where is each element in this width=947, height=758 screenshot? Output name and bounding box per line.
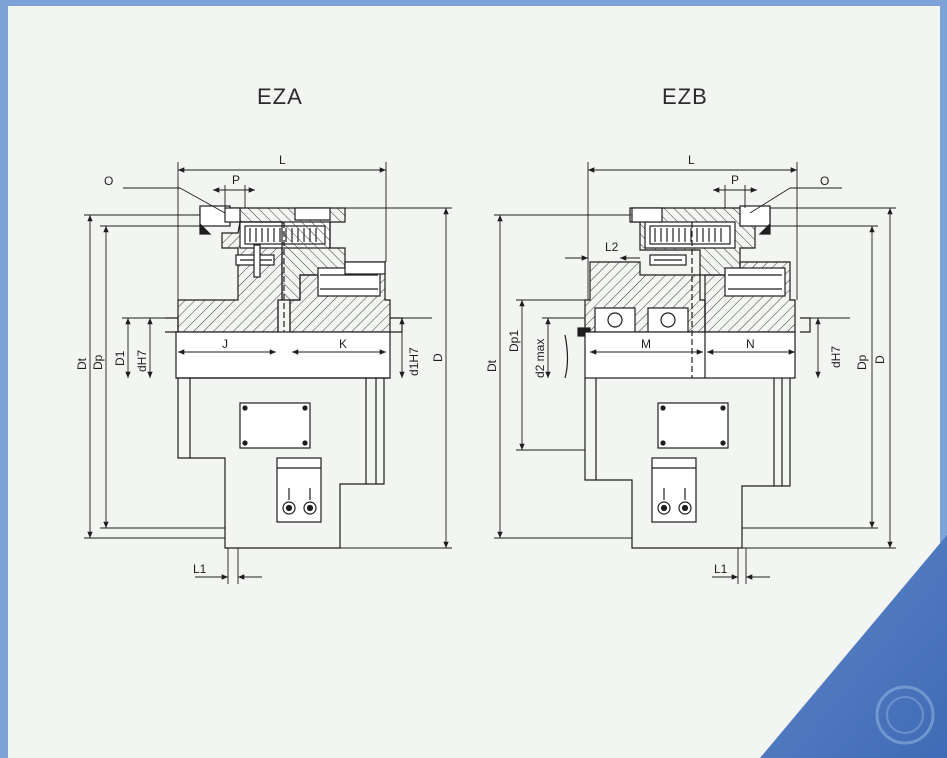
eza-dimension-labels: L P O J K L1 Dt Dp D1 dH7 d1H7 D [75, 153, 445, 576]
ezb-dimension-labels: L P O L2 M N L1 Dt Dp1 d2 max dH7 Dp D [485, 153, 887, 576]
ezb-label-Dp1: Dp1 [507, 330, 521, 352]
eza-label-d1H7: d1H7 [407, 347, 421, 376]
eza-label-dH7: dH7 [135, 350, 149, 372]
ezb-label-L2: L2 [605, 240, 619, 254]
ezb-label-Dt: Dt [485, 359, 499, 372]
eza-label-Dt: Dt [75, 357, 89, 370]
eza-label-Dp: Dp [91, 354, 105, 370]
eza-label-D1: D1 [113, 350, 127, 366]
ezb-label-M: M [641, 337, 651, 351]
ezb-label-dH7: dH7 [829, 346, 843, 368]
eza-title: EZA [257, 84, 303, 109]
eza-body [165, 205, 403, 549]
ezb-label-Dp: Dp [855, 354, 869, 370]
eza-dimensions [84, 162, 452, 584]
ezb-label-L1: L1 [714, 562, 728, 576]
eza-label-P: P [232, 173, 240, 187]
eza-label-O: O [104, 174, 113, 188]
ezb-title: EZB [662, 84, 708, 109]
ezb-label-D: D [873, 355, 887, 364]
ezb-label-d2max: d2 max [533, 339, 547, 378]
eza-label-L1: L1 [193, 562, 207, 576]
eza-label-D: D [431, 353, 445, 362]
ezb-body [564, 205, 811, 549]
eza-label-J: J [222, 337, 228, 351]
ezb-label-N: N [746, 337, 755, 351]
eza-label-K: K [339, 337, 347, 351]
ezb-label-O: O [820, 174, 829, 188]
ezb-label-L: L [688, 153, 695, 167]
ezb-coil [654, 228, 722, 242]
eza-label-L: L [279, 153, 286, 167]
ezb-label-P: P [731, 173, 739, 187]
